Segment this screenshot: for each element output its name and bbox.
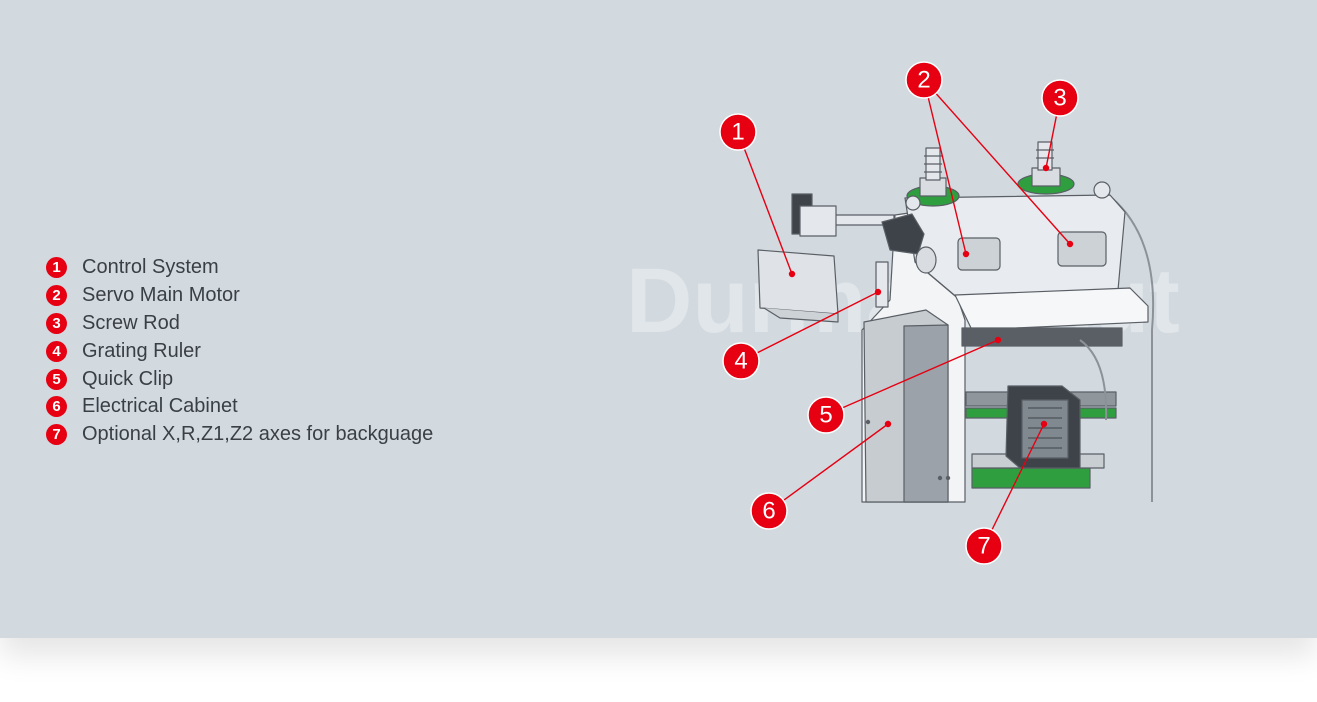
- callout-6: 6: [750, 492, 788, 530]
- legend-number-badge: 3: [46, 312, 67, 334]
- legend-item: 2 Servo Main Motor: [46, 282, 433, 310]
- legend-label: Servo Main Motor: [82, 284, 240, 307]
- legend-number-badge: 7: [46, 424, 67, 446]
- callout-5: 5: [807, 396, 845, 434]
- callout-2: 2: [905, 61, 943, 99]
- legend-item: 6 Electrical Cabinet: [46, 393, 433, 421]
- legend-number-badge: 6: [46, 396, 67, 418]
- callout-lines: [737, 79, 1071, 547]
- legend-label: Control System: [82, 256, 219, 279]
- machine-illustration: [757, 141, 1155, 503]
- callout-4: 4: [722, 342, 760, 380]
- legend-number-badge: 5: [46, 368, 67, 390]
- legend-item: 7 Optional X,R,Z1,Z2 axes for backguage: [46, 421, 433, 449]
- legend-label: Screw Rod: [82, 311, 180, 334]
- legend-item: 5 Quick Clip: [46, 365, 433, 393]
- callout-7: 7: [965, 527, 1003, 565]
- callout-number: 3: [1053, 85, 1066, 112]
- component-legend: 1 Control System 2 Servo Main Motor 3 Screw…: [46, 254, 433, 449]
- callout-number: 4: [734, 348, 747, 375]
- callout-1: 1: [719, 113, 757, 151]
- callout-3: 3: [1041, 79, 1079, 117]
- legend-item: 4 Grating Ruler: [46, 337, 433, 365]
- callout-number: 7: [977, 533, 990, 560]
- legend-number-badge: 4: [46, 340, 67, 362]
- callout-number: 2: [917, 67, 930, 94]
- legend-label: Optional X,R,Z1,Z2 axes for backguage: [82, 423, 434, 446]
- legend-number-badge: 2: [46, 285, 67, 307]
- callout-number: 6: [762, 498, 775, 525]
- callout-anchor-dots: [788, 164, 1074, 428]
- legend-number-badge: 1: [46, 257, 67, 279]
- callout-number: 1: [731, 119, 744, 146]
- legend-label: Grating Ruler: [82, 339, 201, 362]
- press-brake-diagram: Durmark Auto: [626, 61, 1180, 565]
- callout-number: 5: [819, 402, 832, 429]
- legend-label: Quick Clip: [82, 367, 174, 390]
- legend-item: 1 Control System: [46, 254, 433, 282]
- legend-label: Electrical Cabinet: [82, 395, 238, 418]
- legend-item: 3 Screw Rod: [46, 310, 433, 338]
